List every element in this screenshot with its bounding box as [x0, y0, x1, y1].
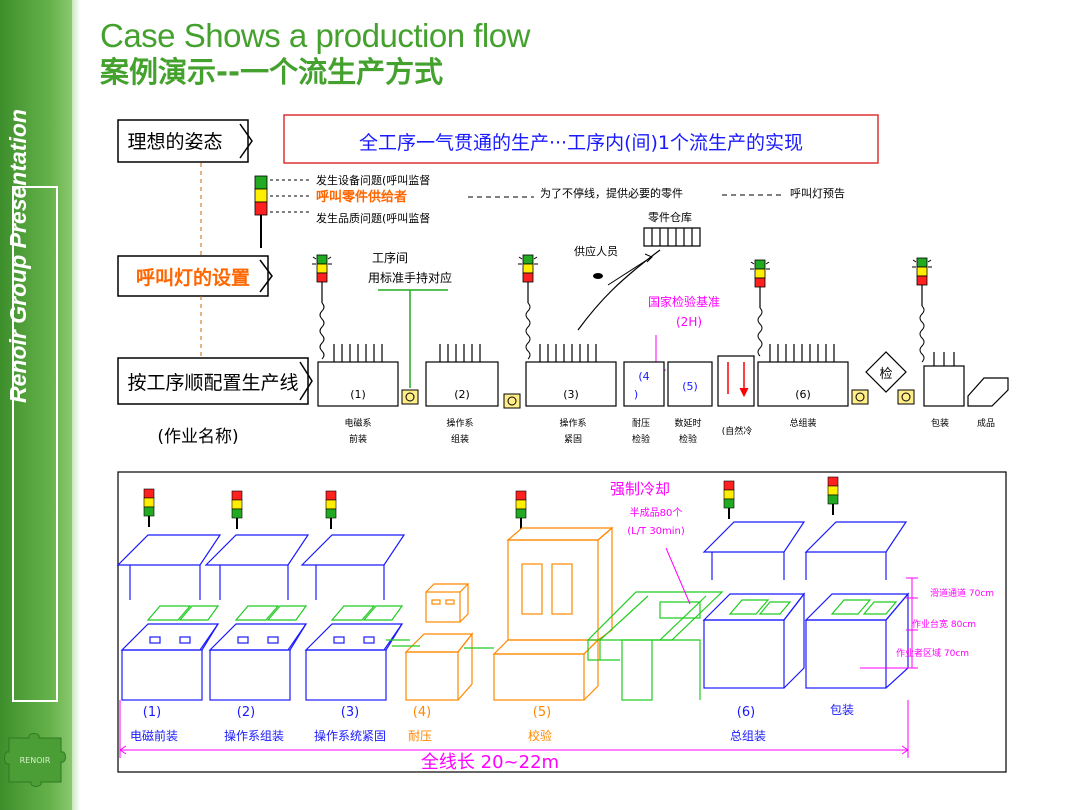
- svg-text:操作系: 操作系: [446, 417, 473, 429]
- legend-lamp: [254, 175, 268, 248]
- dim-table: 作业台宽 80cm: [912, 618, 976, 630]
- svg-text:包装: 包装: [830, 703, 854, 717]
- top-station-4-num2: ): [634, 388, 638, 401]
- bottom-frame: [117, 471, 1007, 773]
- top-diagram: 理想的姿态 全工序一气贯通的生产···工序内(间)1个流生产的实现 发生设备问题…: [117, 114, 1009, 447]
- legend-equipment: 发生设备问题(呼叫监督: [316, 173, 430, 187]
- ideal-label: 理想的姿态: [127, 131, 222, 153]
- logo-text: RENOIR: [20, 756, 51, 765]
- slide-title-en: Case Shows a production flow: [100, 17, 530, 54]
- svg-text:操作系统紧固: 操作系统紧固: [314, 728, 386, 743]
- svg-text:总组装: 总组装: [730, 729, 766, 743]
- parts-warehouse: [643, 227, 701, 247]
- top-station-6-num: (6): [795, 388, 811, 401]
- line-label-box: [117, 357, 309, 405]
- lamp-warning: 呼叫灯预告: [790, 187, 845, 200]
- svg-text:校验: 校验: [528, 728, 552, 743]
- bottom-station-names: 电磁前装 操作系组装 操作系统紧固 耐压 校验 总组装 包装: [130, 703, 854, 743]
- svg-text:耐压: 耐压: [408, 729, 432, 743]
- cooling-sub2: (L/T 30min): [627, 526, 685, 537]
- dimension-lines: [119, 577, 918, 758]
- svg-text:(5): (5): [533, 705, 551, 720]
- supplier-icon: [593, 273, 603, 279]
- supplier-label: 供应人员: [574, 244, 618, 258]
- slide-title-cn: 案例演示--一个流生产方式: [100, 55, 444, 89]
- svg-text:前装: 前装: [349, 433, 367, 445]
- ideal-text-box: [283, 114, 879, 164]
- svg-text:电磁前装: 电磁前装: [130, 728, 178, 743]
- svg-text:(2): (2): [237, 705, 255, 720]
- sidebar-edge: [72, 0, 80, 810]
- svg-text:操作系组装: 操作系组装: [224, 728, 284, 743]
- dim-worker: 作业者区域 70cm: [896, 647, 969, 659]
- svg-text:数延时: 数延时: [674, 417, 701, 429]
- svg-text:(3): (3): [341, 705, 359, 720]
- top-station-3-num: (3): [563, 388, 579, 401]
- svg-text:检验: 检验: [632, 433, 650, 445]
- bottom-diagram: 强制冷却 半成品80个 (L/T 30min): [116, 471, 1007, 773]
- svg-text:紧固: 紧固: [564, 434, 582, 445]
- svg-text:(1): (1): [143, 705, 161, 720]
- svg-text:(4): (4): [413, 705, 431, 720]
- job-label: (作业名称): [157, 427, 238, 447]
- bottom-station-nums: (1) (2) (3) (4) (5) (6): [143, 705, 755, 720]
- ideal-text: 全工序一气贯通的生产···工序内(间)1个流生产的实现: [359, 132, 803, 154]
- inspect-mark: 检: [879, 367, 892, 382]
- supply-note: 为了不停线，提供必要的零件: [540, 186, 683, 200]
- bottom-stations-1-3: [116, 534, 406, 701]
- parts-store-label: 零件仓库: [648, 210, 692, 224]
- top-station-5-num: (5): [682, 380, 698, 393]
- top-stations: [317, 344, 1009, 407]
- svg-text:(自然冷: (自然冷: [722, 425, 753, 437]
- cooling-conveyor: [586, 591, 724, 701]
- std-time: (2H): [676, 315, 702, 329]
- renoir-puzzle-logo: RENOIR: [4, 733, 66, 787]
- top-station-1-num: (1): [350, 388, 366, 401]
- svg-text:检验: 检验: [679, 433, 697, 445]
- total-length: 全线长 20~22m: [421, 752, 559, 773]
- top-station-names: 电磁系 前装 操作系 组装 操作系 紧固 耐压 检验 数延时 检验 (自然冷 总…: [344, 417, 995, 445]
- cooling-sub1: 半成品80个: [630, 506, 683, 519]
- national-std: 国家检验基准: [648, 294, 720, 309]
- svg-text:(6): (6): [737, 705, 755, 720]
- legend-quality: 发生品质问题(呼叫监督: [316, 211, 430, 225]
- svg-text:组装: 组装: [451, 433, 469, 445]
- between-line1: 工序间: [372, 250, 408, 265]
- line-label: 按工序顺配置生产线: [127, 372, 298, 394]
- svg-text:总组装: 总组装: [789, 417, 816, 429]
- legend-parts-supplier: 呼叫零件供给者: [316, 189, 407, 205]
- top-station-2-num: (2): [454, 388, 470, 401]
- between-line2: 用标准手持对应: [368, 270, 452, 285]
- ideal-label-box: [117, 119, 249, 163]
- dim-slide: 滑道通道 70cm: [930, 587, 994, 599]
- cooling-title: 强制冷却: [610, 480, 670, 498]
- svg-text:耐压: 耐压: [632, 417, 650, 429]
- svg-text:成品: 成品: [977, 417, 995, 429]
- lamp-label: 呼叫灯的设置: [136, 266, 250, 289]
- bottom-station-4: [404, 583, 474, 701]
- svg-text:包装: 包装: [931, 417, 949, 429]
- svg-text:电磁系: 电磁系: [344, 417, 371, 429]
- svg-text:操作系: 操作系: [559, 417, 586, 429]
- sidebar-frame: [12, 186, 58, 702]
- top-station-4-num: (4: [638, 370, 649, 383]
- bottom-stations-6-pack: [702, 521, 910, 689]
- lamp-label-box: [117, 255, 269, 297]
